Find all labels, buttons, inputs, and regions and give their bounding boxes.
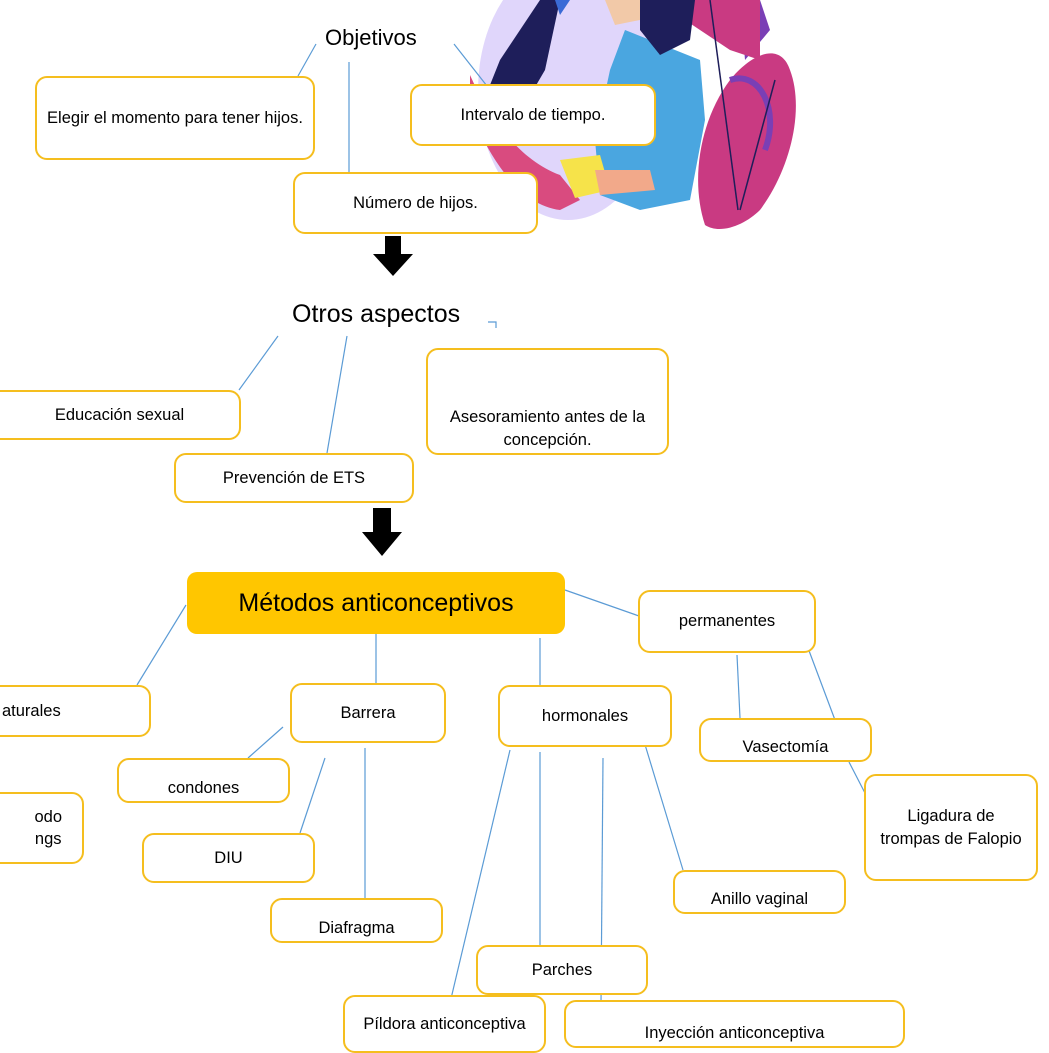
naturales-item: odo ngs [0, 792, 84, 864]
hormonales-inyeccion: Inyección anticonceptiva [564, 1000, 905, 1048]
permanentes-vasectomia: Vasectomía [699, 718, 872, 762]
metodo-permanentes: permanentes [638, 590, 816, 653]
metodo-hormonales: hormonales [498, 685, 672, 747]
otros-educacion-sexual: Educación sexual [0, 390, 241, 440]
objetivos-title: Objetivos [325, 25, 417, 50]
metodo-naturales: aturales [0, 685, 151, 737]
barrera-diu: DIU [142, 833, 315, 883]
objetivo-numero-hijos: Número de hijos. [293, 172, 538, 234]
barrera-condones: condones [117, 758, 290, 803]
otros-prevencion-ets: Prevención de ETS [174, 453, 414, 503]
otros-asesoramiento: Asesoramiento antes de la concepción. [426, 348, 669, 455]
hormonales-pildora: Píldora anticonceptiva [343, 995, 546, 1053]
hormonales-parches: Parches [476, 945, 648, 995]
otros-aspectos-title: Otros aspectos [292, 300, 461, 328]
objetivo-intervalo: Intervalo de tiempo. [410, 84, 656, 146]
hormonales-anillo-vaginal: Anillo vaginal [673, 870, 846, 914]
arrow-down-icon [362, 508, 402, 556]
metodo-barrera: Barrera [290, 683, 446, 743]
arrow-down-icon [373, 236, 413, 276]
barrera-diafragma: Diafragma [270, 898, 443, 943]
metodos-anticonceptivos-title: Métodos anticonceptivos [187, 572, 565, 634]
objetivo-elegir-momento: Elegir el momento para tener hijos. [35, 76, 315, 160]
permanentes-ligadura: Ligadura de trompas de Falopio [864, 774, 1038, 881]
